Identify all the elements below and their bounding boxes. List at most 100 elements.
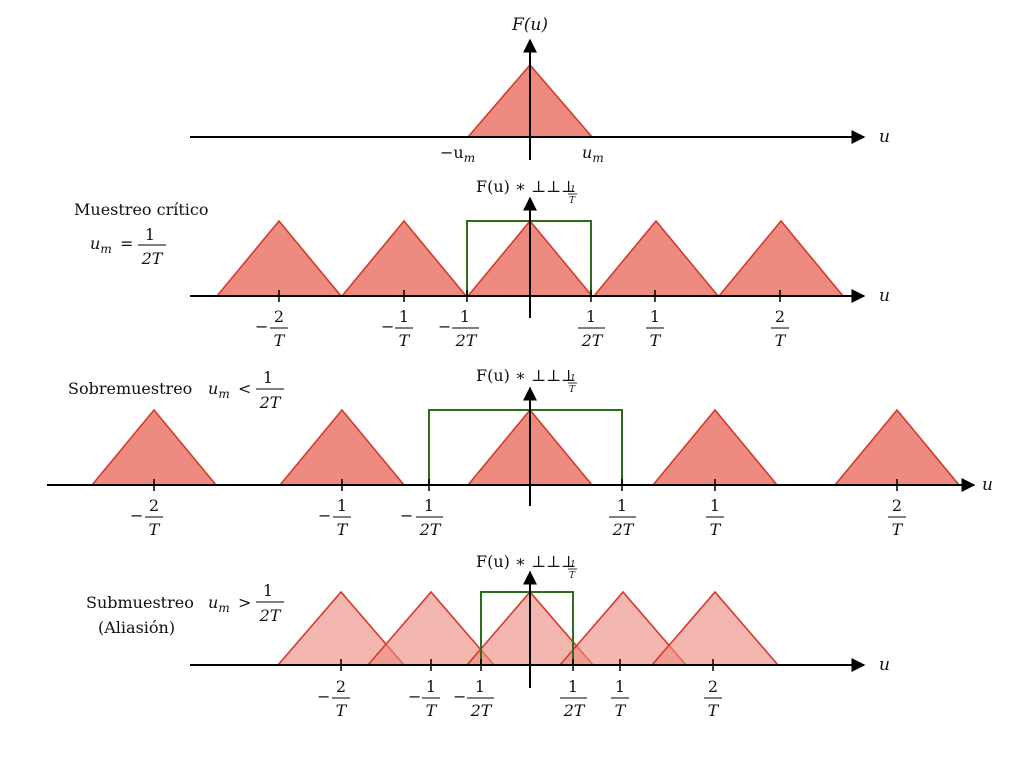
tick-label-num: 1 bbox=[399, 307, 409, 326]
tick-label: 2 T bbox=[704, 677, 722, 720]
tick-label-pos-um: um bbox=[582, 143, 604, 165]
conv-label-main: F(u) ∗ ⊥⊥⊥ bbox=[476, 366, 576, 385]
tick-label: 1 T bbox=[611, 677, 629, 720]
tick-label: 2 T bbox=[771, 307, 789, 350]
cond-den: 2T bbox=[259, 606, 282, 625]
conv-label-sub-num: 1 bbox=[570, 185, 576, 195]
y-label-spectrum: F(u) bbox=[511, 15, 548, 35]
condition-under: um > 1 2T bbox=[208, 581, 284, 625]
conv-label-3: F(u) ∗ ⊥⊥⊥ 1 T bbox=[476, 366, 577, 395]
cond-lhs: um bbox=[208, 593, 230, 615]
conv-label-main: F(u) ∗ ⊥⊥⊥ bbox=[476, 177, 576, 196]
tick-label: 1 T bbox=[706, 496, 724, 539]
tick-label-num: 1 bbox=[426, 677, 436, 696]
cond-op: > bbox=[238, 593, 251, 612]
tick-label-den: 2T bbox=[470, 701, 493, 720]
replica-triangle bbox=[717, 219, 845, 297]
tick-label-num: 1 bbox=[617, 496, 627, 515]
cond-den: 2T bbox=[141, 249, 164, 268]
tick-label-num: 2 bbox=[149, 496, 159, 515]
cond-lhs: um bbox=[208, 379, 230, 401]
tick-label-sign: − bbox=[255, 317, 268, 336]
replica-triangle bbox=[215, 219, 343, 297]
tick-label-den: T bbox=[274, 331, 286, 350]
tick-label-num: 2 bbox=[708, 677, 718, 696]
caption-over: Sobremuestreo bbox=[68, 379, 192, 398]
tick-label: 1 2T bbox=[609, 496, 636, 539]
tick-label-den: 2T bbox=[563, 701, 586, 720]
tick-label-num: 1 bbox=[615, 677, 625, 696]
tick-label-den: 2T bbox=[419, 520, 442, 539]
tick-label: 1 2T bbox=[560, 677, 587, 720]
cond-lhs: um bbox=[90, 234, 112, 256]
tick-label-den: T bbox=[399, 331, 411, 350]
tick-label: 1 2T bbox=[578, 307, 605, 350]
caption-under: Submuestreo bbox=[86, 593, 194, 612]
tick-label: − 1 2T bbox=[453, 677, 494, 720]
tick-labels-under: − 2 T − 1 T − 1 2T 1 2T bbox=[317, 677, 722, 720]
tick-label-den: T bbox=[710, 520, 722, 539]
cond-op: = bbox=[120, 234, 133, 253]
tick-label-den: T bbox=[149, 520, 161, 539]
tick-label-den: T bbox=[615, 701, 627, 720]
tick-label-num: 2 bbox=[892, 496, 902, 515]
tick-label-num: 2 bbox=[336, 677, 346, 696]
tick-labels-critical: − 2 T − 1 T − 1 2T 1 2T bbox=[255, 307, 789, 350]
tick-label-sign: − bbox=[453, 687, 466, 706]
cond-num: 1 bbox=[145, 225, 155, 244]
tick-label-sign: − bbox=[400, 506, 413, 525]
tick-label-den: T bbox=[708, 701, 720, 720]
caption-under-aliasing: (Aliasión) bbox=[98, 618, 175, 637]
axis-label-u-2: u bbox=[879, 286, 890, 306]
tick-label-sign: − bbox=[130, 506, 143, 525]
tick-label: − 1 2T bbox=[400, 496, 443, 539]
tick-label: 1 T bbox=[646, 307, 664, 350]
replica-triangle bbox=[366, 590, 496, 666]
tick-label-den: 2T bbox=[455, 331, 478, 350]
tick-label-num: 1 bbox=[586, 307, 596, 326]
tick-label-num: 1 bbox=[460, 307, 470, 326]
tick-label-sign: − bbox=[317, 687, 330, 706]
tick-label-den: T bbox=[650, 331, 662, 350]
tick-label-den: T bbox=[336, 701, 348, 720]
cond-num: 1 bbox=[263, 368, 273, 387]
tick-label-sign: − bbox=[408, 687, 421, 706]
tick-label-den: T bbox=[775, 331, 787, 350]
replica-triangle bbox=[592, 219, 720, 297]
panel-critical: u F(u) ∗ ⊥⊥⊥ 1 T Muestreo crítico um = 1… bbox=[74, 177, 890, 350]
replica-triangle bbox=[278, 408, 406, 486]
tick-label-den: T bbox=[892, 520, 904, 539]
conv-label-sub-num: 1 bbox=[570, 374, 576, 384]
panel-undersampling: u F(u) ∗ ⊥⊥⊥ 1 T Submuestreo (Aliasión) … bbox=[86, 552, 890, 720]
cond-op: < bbox=[238, 379, 251, 398]
tick-label-den: T bbox=[426, 701, 438, 720]
tick-label-num: 1 bbox=[424, 496, 434, 515]
replica-triangle bbox=[90, 408, 218, 486]
replica-triangle bbox=[650, 590, 780, 666]
tick-label: − 1 T bbox=[318, 496, 351, 539]
tick-label: 2 T bbox=[888, 496, 906, 539]
tick-label: − 1 T bbox=[381, 307, 413, 350]
lowpass-window-over bbox=[428, 409, 623, 485]
tick-label-neg-um: −um bbox=[440, 143, 475, 165]
tick-label-num: 1 bbox=[475, 677, 485, 696]
tick-label: − 2 T bbox=[130, 496, 163, 539]
tick-label-den: 2T bbox=[581, 331, 604, 350]
tick-label-num: 1 bbox=[568, 677, 578, 696]
axis-label-u-1: u bbox=[879, 127, 890, 147]
conv-label-sub-num: 1 bbox=[570, 560, 576, 570]
conv-label-sub-den: T bbox=[569, 385, 576, 395]
tick-label-sign: − bbox=[381, 317, 394, 336]
tick-label-num: 2 bbox=[274, 307, 284, 326]
caption-critical: Muestreo crítico bbox=[74, 200, 209, 219]
tick-label: − 1 T bbox=[408, 677, 440, 720]
conv-label-2: F(u) ∗ ⊥⊥⊥ 1 T bbox=[476, 177, 577, 206]
replica-triangles-over bbox=[90, 408, 961, 486]
replica-triangle bbox=[340, 219, 468, 297]
cond-den: 2T bbox=[259, 393, 282, 412]
tick-label-den: T bbox=[337, 520, 349, 539]
cond-num: 1 bbox=[263, 581, 273, 600]
conv-label-main: F(u) ∗ ⊥⊥⊥ bbox=[476, 552, 576, 571]
replica-triangles-under bbox=[276, 590, 780, 666]
condition-critical: um = 1 2T bbox=[90, 225, 166, 268]
